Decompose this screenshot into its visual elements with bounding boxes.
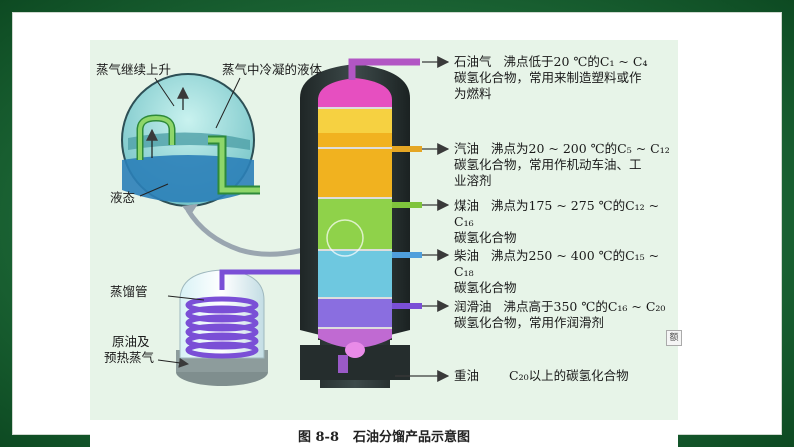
circle-callouts xyxy=(139,77,241,197)
product-diesel-line1: 沸点为250 ~ 400 ℃的C₁₅ ~ C₁₈ xyxy=(454,248,660,279)
product-diesel-name: 柴油 xyxy=(454,248,480,263)
product-diesel: 柴油沸点为250 ~ 400 ℃的C₁₅ ~ C₁₈ 碳氢化合物 xyxy=(454,248,674,296)
product-kerosene-line1: 沸点为175 ~ 275 ℃的C₁₂ ~ C₁₆ xyxy=(454,198,660,229)
zoom-circle xyxy=(121,73,260,207)
product-gasoline-line1: 沸点为20 ~ 200 ℃的C₅ ~ C₁₂ xyxy=(491,141,670,156)
product-lube-line2: 碳氢化合物，常用作润滑剂 xyxy=(454,315,605,330)
heavy-pipe xyxy=(338,355,348,373)
diesel-pipe xyxy=(392,252,422,258)
product-gas-line1: 沸点低于20 ℃的C₁ ~ C₄ xyxy=(503,54,648,69)
product-kerosene: 煤油沸点为175 ~ 275 ℃的C₁₂ ~ C₁₆ 碳氢化合物 xyxy=(454,198,674,246)
label-feed-1: 原油及 xyxy=(112,334,150,349)
lube-pipe xyxy=(392,303,422,309)
product-lube: 润滑油沸点高于350 ℃的C₁₆ ~ C₂₀ 碳氢化合物，常用作润滑剂 xyxy=(454,299,674,331)
product-heavy-oil: 重油 C₂₀以上的碳氢化合物 xyxy=(454,368,674,384)
product-gasoline-line2: 碳氢化合物，常用作机动车油、工 xyxy=(454,157,642,172)
label-liquid: 液态 xyxy=(110,190,136,205)
product-gas-name: 石油气 xyxy=(454,54,492,69)
label-vapor-rise: 蒸气继续上升 xyxy=(96,62,172,77)
product-gasoline-line3: 业溶剂 xyxy=(454,173,492,188)
label-condensed-liquid: 蒸气中冷凝的液体 xyxy=(222,62,323,77)
label-condenser: 蒸馏管 xyxy=(110,284,148,299)
gasoline-pipe xyxy=(392,146,422,152)
product-heavy-name: 重油 xyxy=(454,368,480,383)
fractionating-tower xyxy=(300,64,410,388)
hint-tab[interactable]: 额 xyxy=(666,330,682,346)
caption-title: 石油分馏产品示意图 xyxy=(353,430,471,445)
product-gas-line2: 碳氢化合物，常用来制造塑料或作 xyxy=(454,70,642,85)
product-heavy-line1: C₂₀以上的碳氢化合物 xyxy=(509,368,629,383)
product-lube-line1: 沸点高于350 ℃的C₁₆ ~ C₂₀ xyxy=(503,299,666,314)
caption-band: 图 8-8 石油分馏产品示意图 xyxy=(90,420,678,447)
product-diesel-line2: 碳氢化合物 xyxy=(454,280,517,295)
product-kerosene-name: 煤油 xyxy=(454,198,480,213)
heater-coil xyxy=(176,269,300,386)
label-feed-2: 预热蒸气 xyxy=(104,350,155,365)
caption-number: 图 8-8 xyxy=(297,430,339,445)
kerosene-pipe xyxy=(392,202,422,208)
figure-caption: 图 8-8 石油分馏产品示意图 xyxy=(90,426,678,445)
product-lube-name: 润滑油 xyxy=(454,299,492,314)
product-gasoline: 汽油沸点为20 ~ 200 ℃的C₅ ~ C₁₂ 碳氢化合物，常用作机动车油、工… xyxy=(454,141,674,189)
product-gas: 石油气沸点低于20 ℃的C₁ ~ C₄ 碳氢化合物，常用来制造塑料或作 为燃料 xyxy=(454,54,674,102)
product-gas-line3: 为燃料 xyxy=(454,86,492,101)
product-gasoline-name: 汽油 xyxy=(454,141,480,156)
product-kerosene-line2: 碳氢化合物 xyxy=(454,230,517,245)
